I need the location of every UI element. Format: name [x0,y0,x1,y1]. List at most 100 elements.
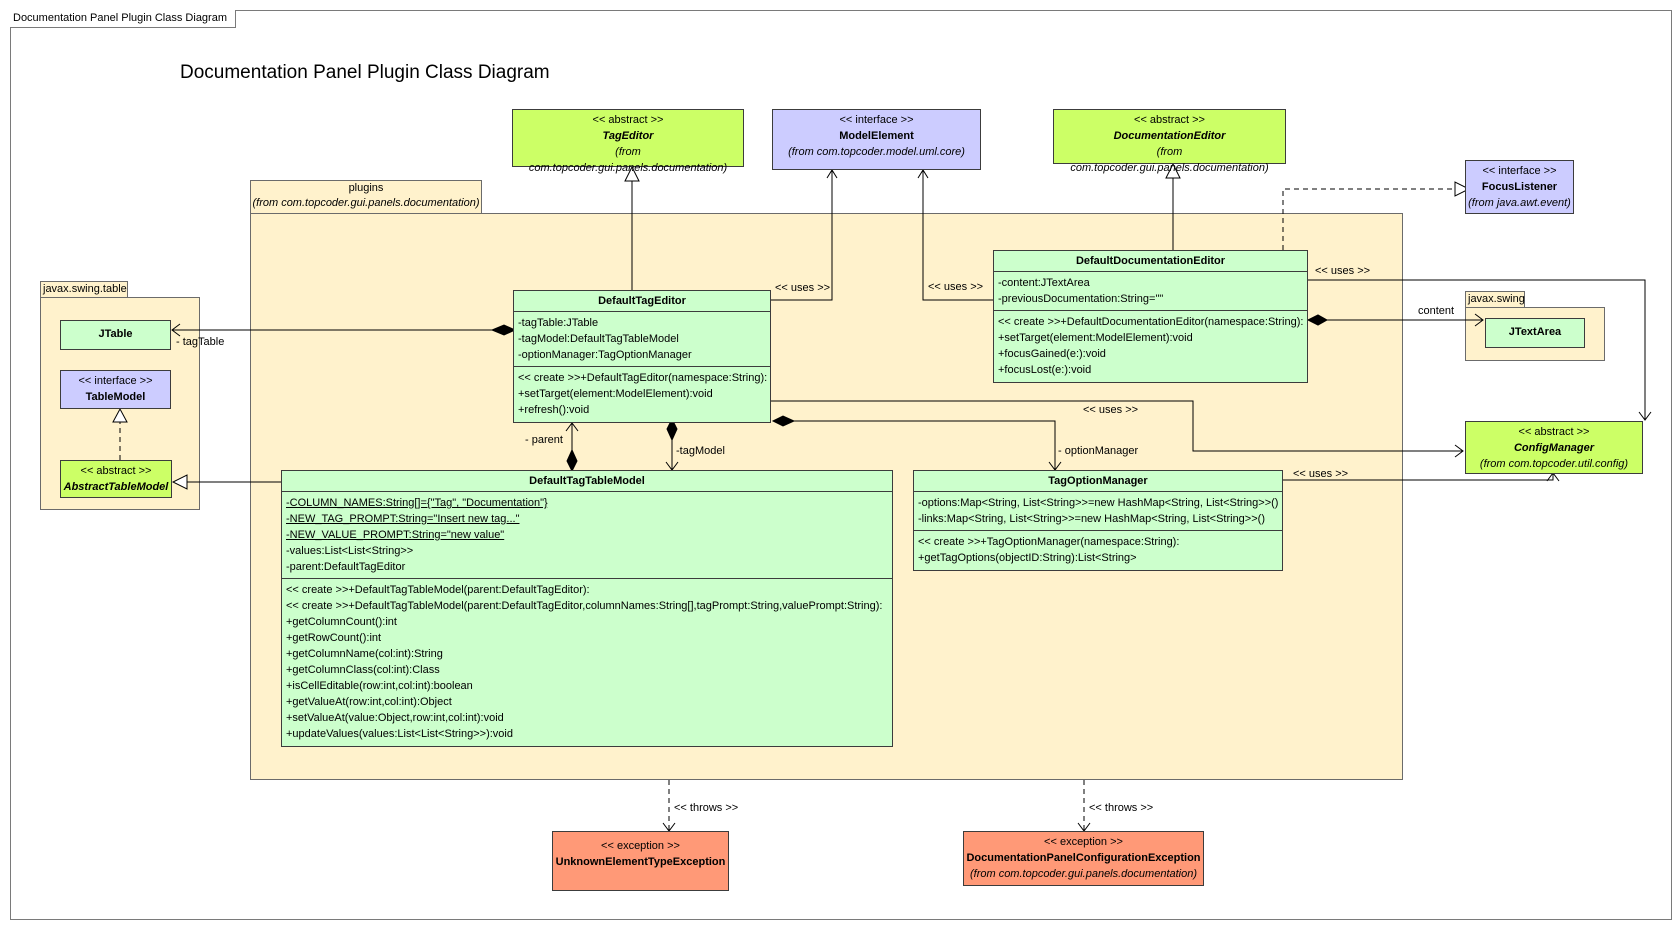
operations-compartment: << create >>+DefaultTagEditor(namespace:… [514,366,770,421]
generalization-arrow-documentation-editor [1165,162,1181,179]
stereotype: << abstract >> [80,465,152,477]
dependency-arrow-documentation-editor-model-element [917,169,929,179]
operation: +setTarget(element:ModelElement):void [518,388,713,400]
class-jtable[interactable]: JTable [60,320,171,350]
attributes-compartment: -COLUMN_NAMES:String[]={"Tag", "Document… [282,491,892,578]
static-attribute: -COLUMN_NAMES:String[]={"Tag", "Document… [286,497,548,509]
association-line-option-manager [794,420,1056,470]
class-default-tag-table-model[interactable]: DefaultTagTableModel -COLUMN_NAMES:Strin… [281,470,893,747]
operation: << create >>+DefaultTagEditor(namespace:… [518,372,768,384]
realization-arrow-table-model [112,407,128,423]
class-jtextarea[interactable]: JTextArea [1485,318,1585,348]
attribute: -options:Map<String, List<String>>=new H… [918,497,1279,509]
attributes-compartment: -tagTable:JTable -tagModel:DefaultTagTab… [514,311,770,366]
operation: +getValueAt(row:int,col:int):Object [286,696,452,708]
attributes-compartment: -content:JTextArea -previousDocumentatio… [994,271,1307,310]
class-name: ConfigManager [1513,442,1595,454]
class-abstract-table-model[interactable]: << abstract >> AbstractTableModel [60,460,172,498]
package-plugins-from: (from com.topcoder.gui.panels.documentat… [252,197,480,209]
dependency-line-tag-editor-config-manager [771,400,1463,452]
attribute: -previousDocumentation:String="" [998,293,1164,305]
label-tag-table: - tagTable [176,336,225,348]
package-plugins-tab: plugins (from com.topcoder.gui.panels.do… [250,180,482,214]
composition-diamond-parent [566,448,578,473]
class-default-documentation-editor[interactable]: DefaultDocumentationEditor -content:JTex… [993,250,1308,383]
attribute: -tagTable:JTable [518,317,599,329]
realization-arrow-focus-listener [1454,181,1471,197]
label-uses-config-manager-3: << uses >> [1293,468,1349,480]
class-name: TableModel [85,391,146,403]
operation: +updateValues(values:List<List<String>>)… [286,728,513,740]
diagram-title: Documentation Panel Plugin Class Diagram [180,62,550,83]
class-focus-listener[interactable]: << interface >> FocusListener (from java… [1465,160,1574,214]
class-documentation-editor[interactable]: << abstract >> DocumentationEditor (from… [1053,109,1286,174]
attribute: -content:JTextArea [998,277,1090,289]
class-config-manager[interactable]: << abstract >> ConfigManager (from com.t… [1465,421,1643,474]
operation: +getTagOptions(objectID:String):List<Str… [918,552,1137,564]
operation: +setTarget(element:ModelElement):void [998,332,1193,344]
dependency-line-option-manager-config-manager [1283,473,1554,481]
association-arrow-tag-table [171,323,181,337]
stereotype: << abstract >> [592,114,664,126]
static-attribute: -NEW_VALUE_PROMPT:String="new value" [286,529,505,541]
composition-diamond-tag-table [490,324,517,336]
class-origin: (from java.awt.event) [1468,197,1571,209]
label-option-manager: - optionManager [1058,445,1139,457]
attribute: -optionManager:TagOptionManager [518,349,692,361]
class-model-element[interactable]: << interface >> ModelElement (from com.t… [772,109,981,170]
label-tag-model: -tagModel [676,445,725,457]
association-arrow-parent [565,422,579,432]
class-name: JTable [98,328,133,340]
operation: +getRowCount():int [286,632,382,644]
class-default-tag-editor[interactable]: DefaultTagEditor -tagTable:JTable -tagMo… [513,290,771,423]
class-origin: (from com.topcoder.gui.panels.documentat… [528,146,728,174]
dependency-line-documentation-editor-config-manager [1308,279,1646,420]
generalization-arrow-tag-editor [624,165,640,182]
class-name: TagEditor [602,130,654,142]
class-origin: (from com.topcoder.gui.panels.documentat… [1070,146,1269,174]
attribute: -parent:DefaultTagEditor [286,561,406,573]
attribute: -links:Map<String, List<String>>=new Has… [918,513,1265,525]
class-documentation-panel-configuration-exception[interactable]: << exception >> DocumentationPanelConfig… [963,831,1204,886]
class-unknown-element-type-exception[interactable]: << exception >> UnknownElementTypeExcept… [552,831,729,891]
class-origin: (from com.topcoder.gui.panels.documentat… [969,868,1198,880]
class-name: ModelElement [839,130,914,142]
label-uses-config-manager-1: << uses >> [1315,265,1371,277]
operation: +isCellEditable(row:int,col:int):boolean [286,680,473,692]
class-name: DefaultTagTableModel [529,475,645,487]
dependency-line-tag-editor-model-element [771,170,833,301]
class-origin: (from com.topcoder.util.config) [1479,458,1629,470]
attributes-compartment: -options:Map<String, List<String>>=new H… [914,491,1282,530]
dependency-arrow-tag-editor-model-element [826,169,838,179]
operations-compartment: << create >>+TagOptionManager(namespace:… [914,530,1282,569]
attribute: -values:List<List<String>> [286,545,414,557]
class-tag-option-manager[interactable]: TagOptionManager -options:Map<String, Li… [913,470,1283,571]
operation: << create >>+DefaultDocumentationEditor(… [998,316,1304,328]
operation: +getColumnClass(col:int):Class [286,664,440,676]
operation: +getColumnName(col:int):String [286,648,443,660]
class-name: UnknownElementTypeException [555,856,726,868]
label-uses-config-manager-2: << uses >> [1083,404,1139,416]
label-content: content [1418,305,1455,317]
operation: +focusLost(e:):void [998,364,1092,376]
operations-compartment: << create >>+DefaultDocumentationEditor(… [994,310,1307,381]
attribute: -tagModel:DefaultTagTableModel [518,333,679,345]
diagram-frame [10,10,1672,920]
class-name: FocusListener [1481,181,1558,193]
class-table-model[interactable]: << interface >> TableModel [60,370,171,409]
operation: << create >>+TagOptionManager(namespace:… [918,536,1180,548]
stereotype: << interface >> [78,375,153,387]
operation: << create >>+DefaultTagTableModel(parent… [286,600,883,612]
stereotype: << exception >> [1044,836,1123,848]
composition-diamond-tag-model [666,417,678,442]
dependency-line-documentation-editor-model-element [922,170,993,301]
class-tag-editor[interactable]: << abstract >> TagEditor (from com.topco… [512,109,744,174]
stereotype: << abstract >> [1134,114,1205,126]
dependency-arrow-tag-editor-config-manager [1454,444,1464,458]
class-name: DocumentationPanelConfigurationException [966,852,1201,864]
composition-diamond-content [1306,314,1329,326]
operation: +setValueAt(value:Object,row:int,col:int… [286,712,504,724]
label-parent: - parent [525,434,563,446]
operations-compartment: << create >>+DefaultTagTableModel(parent… [282,578,892,745]
